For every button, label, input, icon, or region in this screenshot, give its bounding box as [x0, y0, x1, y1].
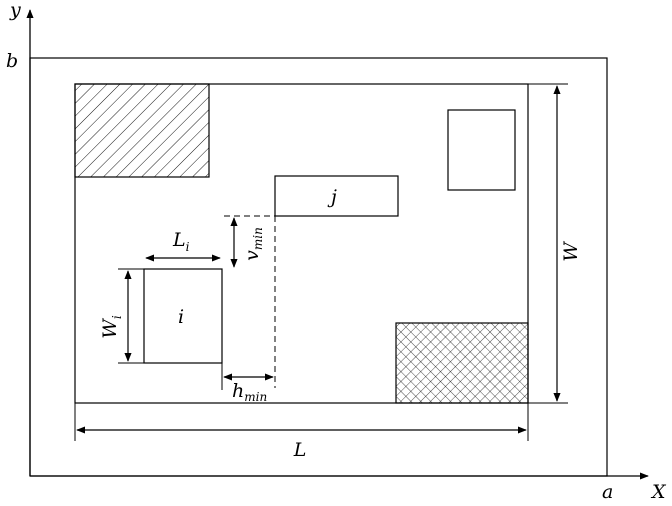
piece-j-label: j: [327, 186, 337, 208]
b-label: b: [6, 50, 18, 72]
li-sub: i: [186, 240, 190, 254]
li-main: L: [172, 229, 186, 251]
hmin-sub: min: [244, 390, 267, 404]
w-dimension-label: W: [560, 241, 582, 262]
vmin-sub: min: [251, 227, 265, 250]
vmin-dimension-label: vmin: [241, 227, 265, 261]
y-axis-label: y: [9, 0, 21, 21]
wi-sub: i: [110, 315, 124, 319]
crosshatched-region: [396, 323, 528, 403]
wi-dimension-label: Wi: [99, 315, 124, 339]
l-dimension-label: L: [293, 439, 307, 461]
x-axis-label: X: [650, 481, 667, 503]
a-label: a: [602, 481, 613, 503]
wi-main: W: [99, 318, 121, 339]
vmin-main: v: [241, 250, 263, 261]
hmin-main: h: [232, 380, 244, 402]
li-dimension-label: Li: [172, 229, 190, 254]
empty-rect: [448, 110, 515, 190]
hmin-dimension-label: hmin: [232, 380, 267, 404]
hatched-region: [75, 84, 209, 177]
piece-i-label: i: [178, 306, 184, 328]
